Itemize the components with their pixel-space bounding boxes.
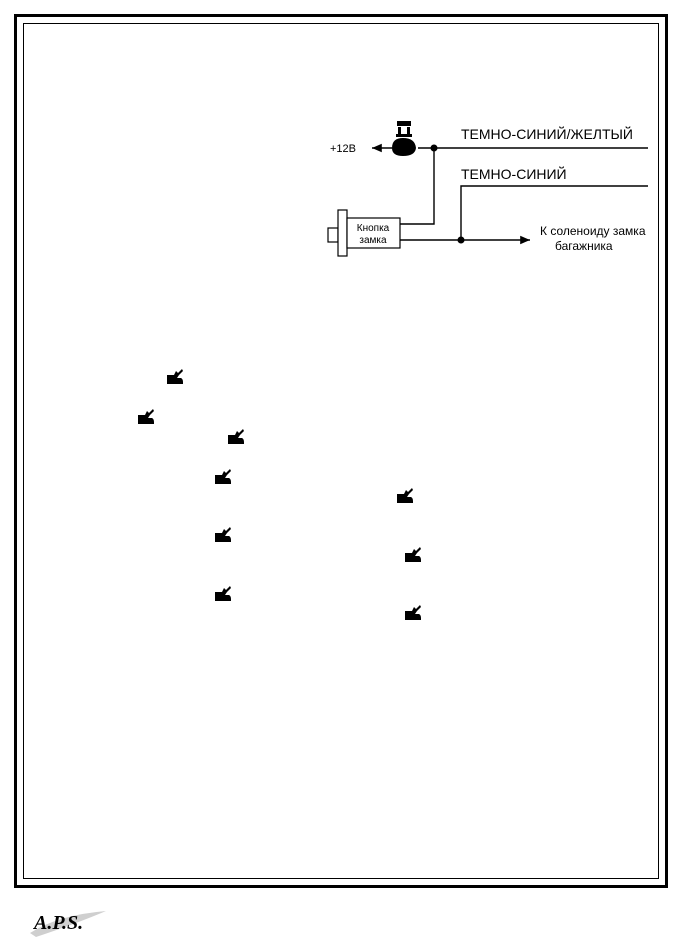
page-inner-border [23, 23, 659, 879]
trunk-open-icon [138, 409, 154, 424]
wire-label-dark-blue-yellow: ТЕМНО-СИНИЙ/ЖЕЛТЫЙ [461, 125, 633, 142]
trunk-open-icon [228, 429, 244, 444]
solenoid-label-line1: К соленоиду замка [540, 224, 646, 238]
solenoid-label-line2: багажника [555, 239, 613, 253]
fuse-icon [392, 121, 416, 156]
wire-dark-blue [460, 185, 648, 240]
trunk-open-icon [397, 488, 413, 503]
trunk-open-icon [405, 547, 421, 562]
supply-label: +12В [330, 143, 356, 155]
button-label-line1: Кнопка [357, 223, 390, 234]
trunk-open-icon [215, 469, 231, 484]
wire-to-button-top [400, 148, 435, 225]
trunk-open-icon [215, 586, 231, 601]
wire-label-dark-blue: ТЕМНО-СИНИЙ [461, 165, 567, 182]
lock-button [327, 209, 401, 257]
trunk-open-icon [215, 527, 231, 542]
page-outer-border [14, 14, 668, 888]
aps-logo: A.P.S. [30, 911, 106, 937]
button-label-line2: замка [359, 235, 387, 246]
trunk-open-icon [405, 605, 421, 620]
aps-logo-text: A.P.S. [32, 912, 83, 934]
trunk-open-icon [167, 369, 183, 384]
